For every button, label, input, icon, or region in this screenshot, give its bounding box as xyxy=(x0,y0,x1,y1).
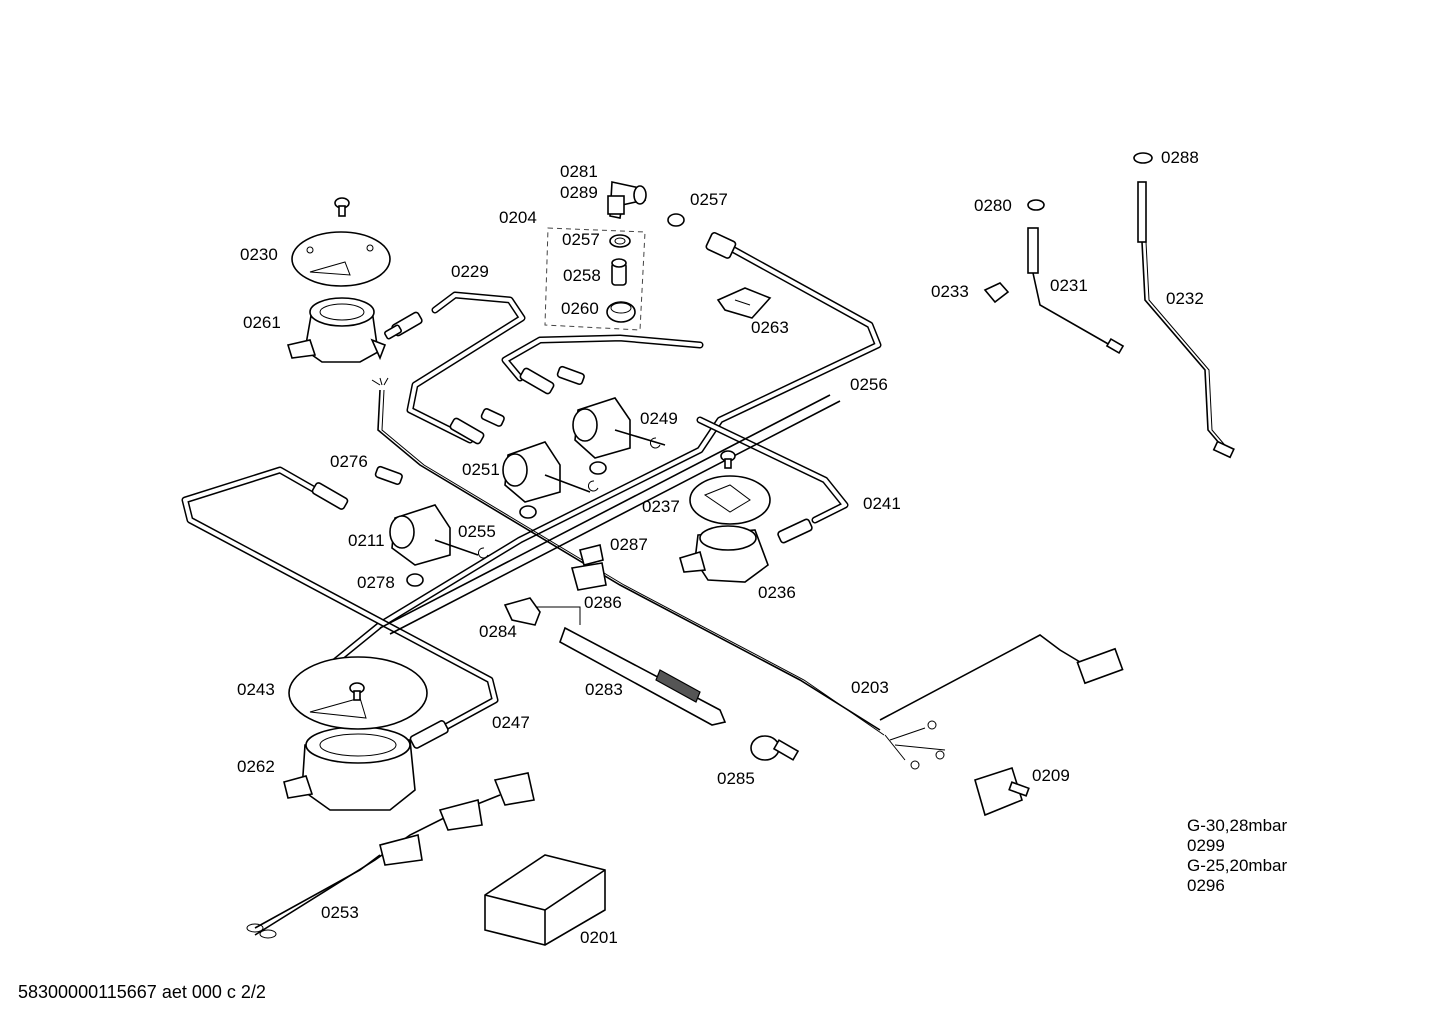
gas-type-2: G-25,20mbar xyxy=(1187,856,1288,875)
gas-tube-0256 xyxy=(296,241,882,694)
gas-tube-0241 xyxy=(696,416,849,524)
label-0253: 0253 xyxy=(321,903,359,922)
label-0289: 0289 xyxy=(560,183,598,202)
gasket-0237-icon xyxy=(689,475,771,525)
thermocouple-0231-icon xyxy=(1027,227,1125,355)
washer-icon xyxy=(667,213,685,227)
injector-icon xyxy=(777,518,813,544)
label-0287: 0287 xyxy=(610,535,648,554)
gas-tube-0229 xyxy=(406,291,526,444)
label-0286: 0286 xyxy=(584,593,622,612)
gas-tube-0247 xyxy=(181,466,499,734)
label-0280: 0280 xyxy=(974,196,1012,215)
label-0278: 0278 xyxy=(357,573,395,592)
elbow-fitting-icon xyxy=(607,181,647,219)
drawing-id: 58300000115667 aet 000 c 2/2 xyxy=(18,982,266,1002)
label-0236: 0236 xyxy=(758,583,796,602)
label-0249: 0249 xyxy=(640,409,678,428)
washer-icon xyxy=(609,234,631,248)
label-0285: 0285 xyxy=(717,769,755,788)
washer-0280-icon xyxy=(1027,199,1045,211)
nut-0260-icon xyxy=(606,301,636,323)
wiring-harness-0203 xyxy=(371,377,1124,770)
label-0229: 0229 xyxy=(451,262,489,281)
burner-0261-icon xyxy=(286,297,387,363)
valve-0255-icon xyxy=(389,504,479,587)
igniter-module-0201-icon xyxy=(484,854,606,946)
ignition-cable-0253 xyxy=(246,772,535,939)
label-0211: 0211 xyxy=(348,531,385,550)
gas-tube-upper-loop xyxy=(501,334,704,382)
label-0255: 0255 xyxy=(458,522,496,541)
label-0201: 0201 xyxy=(580,928,618,947)
label-0256: 0256 xyxy=(850,375,888,394)
gas-type-2-code: 0296 xyxy=(1187,876,1225,895)
gas-type-1-code: 0299 xyxy=(1187,836,1225,855)
label-0263: 0263 xyxy=(751,318,789,337)
label-0260: 0260 xyxy=(561,299,599,318)
label-0281: 0281 xyxy=(560,162,598,181)
label-0230: 0230 xyxy=(240,245,278,264)
label-0231: 0231 xyxy=(1050,276,1088,295)
label-0209: 0209 xyxy=(1032,766,1070,785)
label-0288: 0288 xyxy=(1161,148,1199,167)
label-0276: 0276 xyxy=(330,452,368,471)
injector-icon xyxy=(311,365,585,510)
label-0257-kit: 0257 xyxy=(562,230,600,249)
kit-0204-outline xyxy=(544,227,646,331)
tube-nut-icon xyxy=(705,231,737,259)
label-0233: 0233 xyxy=(931,282,969,301)
label-0237: 0237 xyxy=(642,497,680,516)
clip-0233-icon xyxy=(983,282,1010,304)
label-0258: 0258 xyxy=(563,266,601,285)
clip-0286-icon xyxy=(570,562,607,591)
label-0241: 0241 xyxy=(863,494,901,513)
label-0204: 0204 xyxy=(499,208,537,227)
clip-0263-icon xyxy=(716,287,772,319)
screw-icon xyxy=(349,682,365,701)
valve-0249-icon xyxy=(572,397,666,475)
gas-type-1: G-30,28mbar xyxy=(1187,816,1288,835)
connector-0284-icon xyxy=(503,597,541,626)
clip-0287-icon xyxy=(579,544,604,566)
label-0262: 0262 xyxy=(237,757,275,776)
screw-icon xyxy=(720,450,736,469)
thermocouple-0232-icon xyxy=(1137,181,1235,459)
label-0232: 0232 xyxy=(1166,289,1204,308)
label-0247: 0247 xyxy=(492,713,530,732)
burner-0236-icon xyxy=(679,525,769,583)
manifold-bar xyxy=(379,394,841,635)
label-0251: 0251 xyxy=(462,460,500,479)
valve-0251-icon xyxy=(502,441,591,519)
label-0243: 0243 xyxy=(237,680,275,699)
injector-0258-icon xyxy=(611,258,627,286)
label-0203: 0203 xyxy=(851,678,889,697)
label-0261: 0261 xyxy=(243,313,281,332)
washer-0288-icon xyxy=(1133,152,1153,164)
burner-0262-icon xyxy=(283,726,416,811)
label-0283: 0283 xyxy=(585,680,623,699)
injector-icon xyxy=(384,311,423,340)
screw-icon xyxy=(334,197,350,217)
switch-0209-icon xyxy=(974,766,1030,817)
injector-icon xyxy=(409,720,449,749)
igniter-rod-0283-icon xyxy=(559,626,727,726)
label-0257: 0257 xyxy=(690,190,728,209)
thermostat-0285-icon xyxy=(750,735,800,761)
gasket-0230-icon xyxy=(291,231,391,287)
label-0284: 0284 xyxy=(479,622,517,641)
